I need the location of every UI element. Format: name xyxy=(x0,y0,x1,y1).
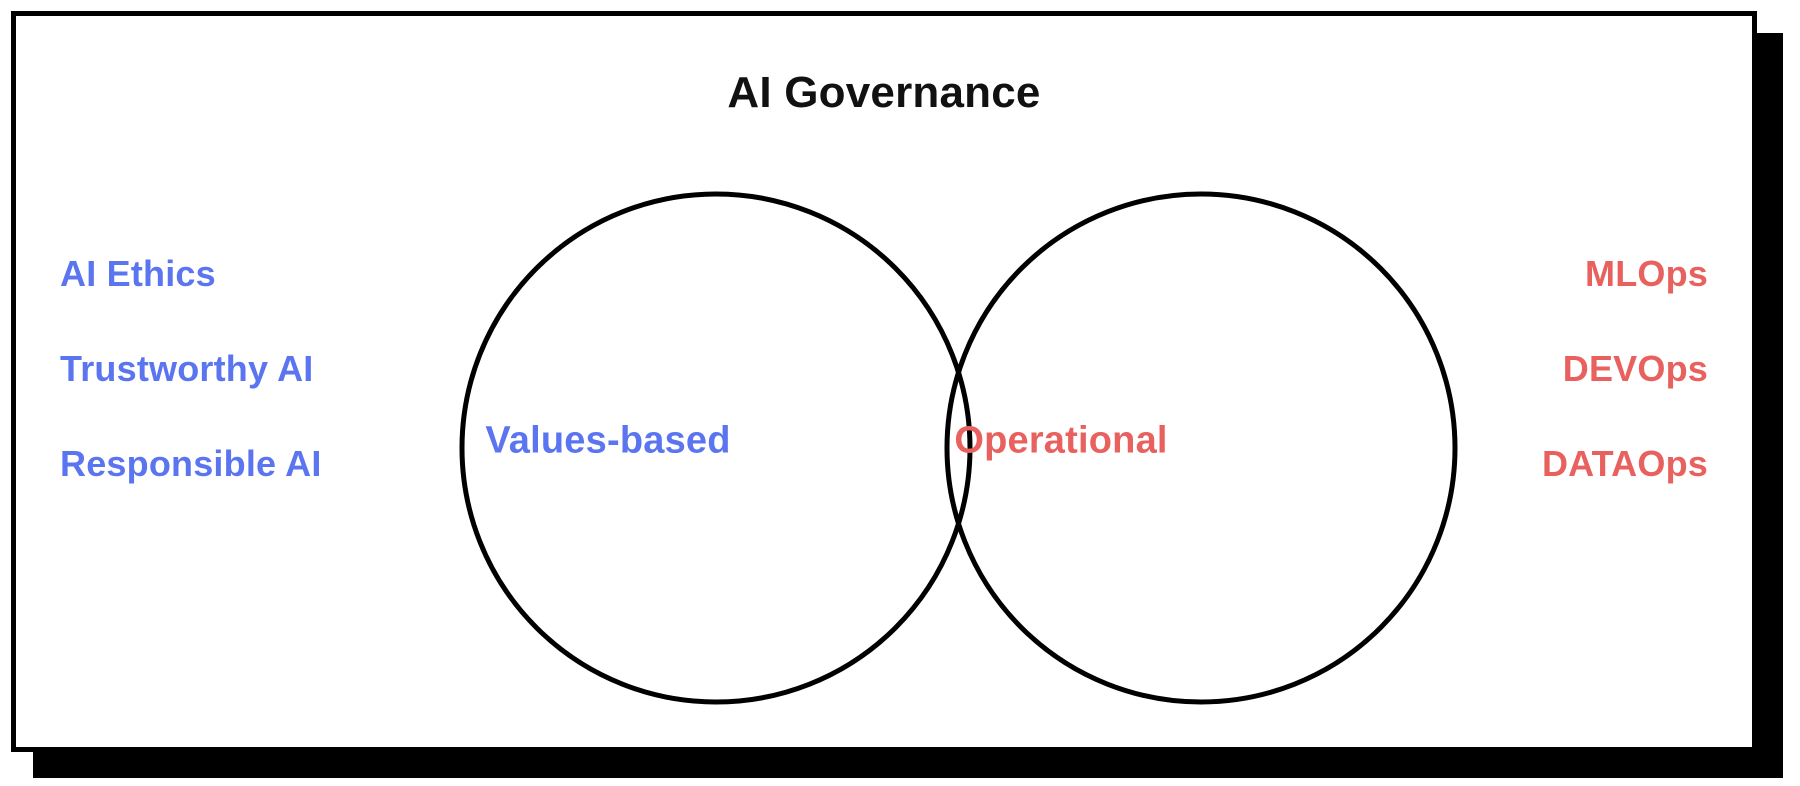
left-label-ai-ethics: AI Ethics xyxy=(60,253,216,294)
right-label-dataops: DATAOps xyxy=(1541,443,1708,484)
right-label-mlops: MLOps xyxy=(1585,253,1708,294)
venn-circle-left-caption: Values-based xyxy=(485,419,731,462)
page-title: AI Governance xyxy=(727,68,1041,117)
venn-circle-right-caption: Operational xyxy=(954,419,1168,462)
diagram-frame: AI Governance Values-based Operational A… xyxy=(11,11,1757,752)
left-label-trustworthy-ai: Trustworthy AI xyxy=(60,348,314,389)
right-label-group: MLOps DEVOps DATAOps xyxy=(1542,256,1708,482)
right-label-devops: DEVOps xyxy=(1562,348,1708,389)
left-label-responsible-ai: Responsible AI xyxy=(60,443,322,484)
left-label-group: AI Ethics Trustworthy AI Responsible AI xyxy=(60,256,322,482)
